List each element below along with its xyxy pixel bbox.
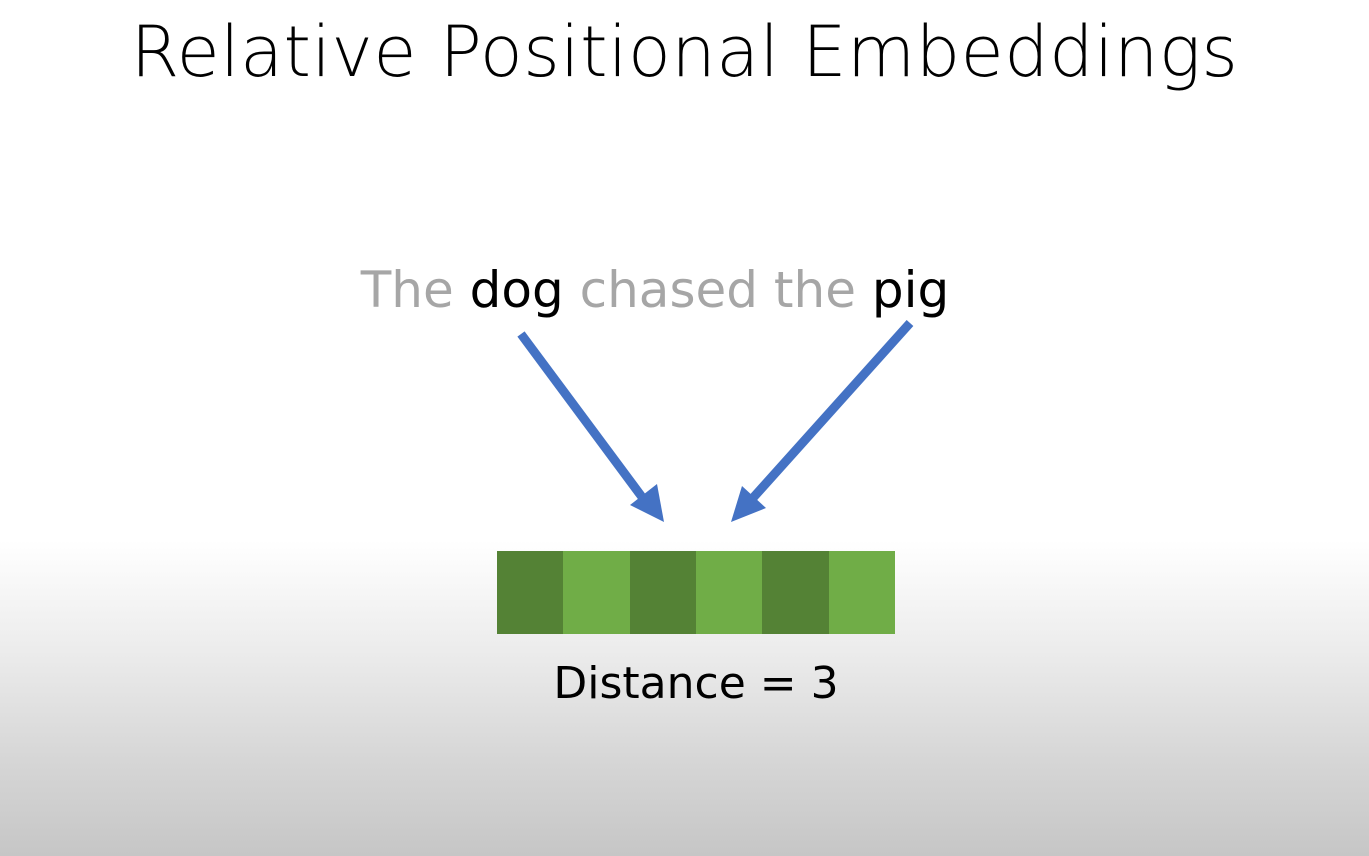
example-sentence: The dog chased the pig (0, 258, 1310, 322)
embedding-segment-4 (695, 551, 763, 634)
arrow-dog-to-embedding (517, 331, 664, 522)
embedding-segment-3 (629, 551, 696, 634)
embedding-segment-1 (497, 551, 564, 634)
word-dog: dog (469, 261, 564, 319)
word-chased: chased (579, 261, 758, 319)
arrow-pig-to-embedding (731, 319, 914, 522)
distance-label: Distance = 3 (553, 658, 839, 709)
relative-position-embedding (497, 551, 895, 634)
word-the: The (360, 261, 454, 319)
slide-title: Relative Positional Embeddings (130, 11, 1239, 93)
embedding-segment-6 (828, 551, 895, 634)
word-pig: pig (871, 261, 950, 319)
embedding-segment-2 (563, 551, 630, 634)
embedding-segment-5 (762, 551, 829, 634)
word-the-2: the (773, 261, 856, 319)
